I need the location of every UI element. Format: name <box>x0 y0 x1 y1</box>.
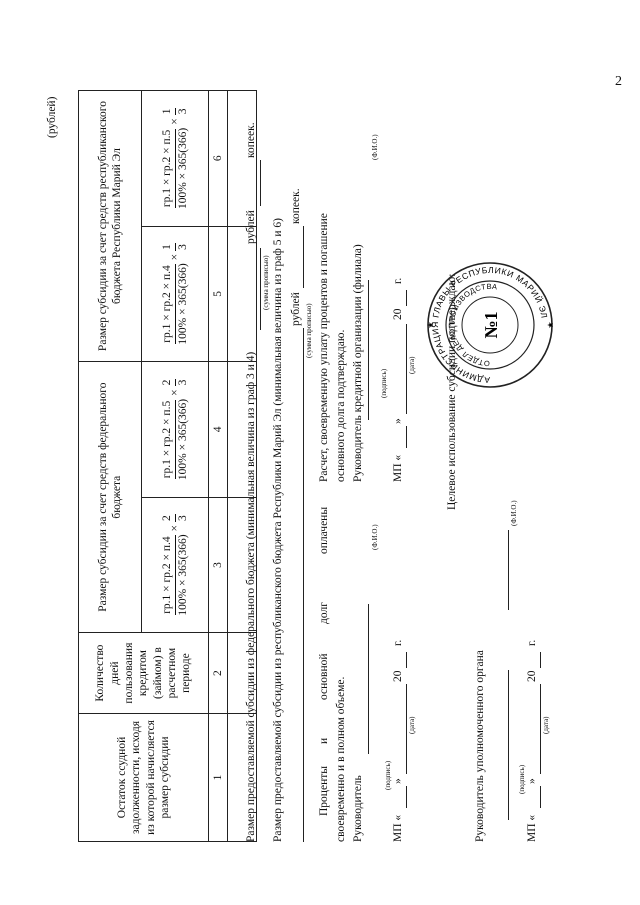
header-col1: Остаток ссудной задолженности, исходя из… <box>78 713 209 842</box>
col-number: 6 <box>208 90 228 227</box>
federal-rubles-line <box>260 248 261 330</box>
rotated-document: (рублей) Остаток ссудной задолженности, … <box>40 90 600 850</box>
col-number: 1 <box>208 713 228 842</box>
kopeks-label-2: копеек. <box>290 188 302 224</box>
subsidy-table: Остаток ссудной задолженности, исходя из… <box>78 90 257 842</box>
republic-kopeks-line <box>303 226 304 288</box>
left-head: Руководитель <box>352 775 364 842</box>
sum-in-words-note: (сумма прописью) <box>262 255 270 310</box>
page-number: 2 <box>615 74 622 89</box>
column-numbers-row: 1 2 3 4 5 6 <box>208 90 228 842</box>
rubles-label-2: рублей <box>290 292 302 326</box>
rubles-label: рублей <box>245 210 257 244</box>
svg-text:★: ★ <box>546 321 555 328</box>
header-col2: Количество дней пользования кредитом (за… <box>78 632 209 714</box>
col-number: 2 <box>208 632 228 714</box>
republic-rubles-line <box>303 328 304 842</box>
currency-note: (рублей) <box>46 96 58 138</box>
col-number: 5 <box>208 226 228 362</box>
bottom-signature-line <box>508 670 509 820</box>
federal-kopeks-line <box>260 160 261 206</box>
header-federal: Размер субсидии за счет средств федераль… <box>78 361 142 633</box>
col-number: 3 <box>208 497 228 633</box>
header-republic: Размер субсидии за счет средств республи… <box>78 90 142 362</box>
stamp-icon: АДМИНИСТРАЦИЯ ГЛАВЫ РЕСПУБЛИКИ МАРИЙ ЭЛ … <box>426 262 555 388</box>
stamp-number: №1 <box>481 311 501 338</box>
official-stamp: АДМИНИСТРАЦИЯ ГЛАВЫ РЕСПУБЛИКИ МАРИЙ ЭЛ … <box>425 260 560 390</box>
federal-subsidy-label: Размер предоставляемой субсидии из федер… <box>245 351 257 842</box>
left-line2: своевременно и в полном объеме. <box>335 676 347 842</box>
left-signature-line <box>368 604 369 754</box>
kopeks-label: копеек. <box>245 122 257 158</box>
col-number: 4 <box>208 361 228 498</box>
sum-in-words-note-2: (сумма прописью) <box>305 303 313 358</box>
republic-subsidy-label: Размер предоставляемой субсидии из респу… <box>272 218 284 842</box>
svg-text:★: ★ <box>426 321 435 328</box>
